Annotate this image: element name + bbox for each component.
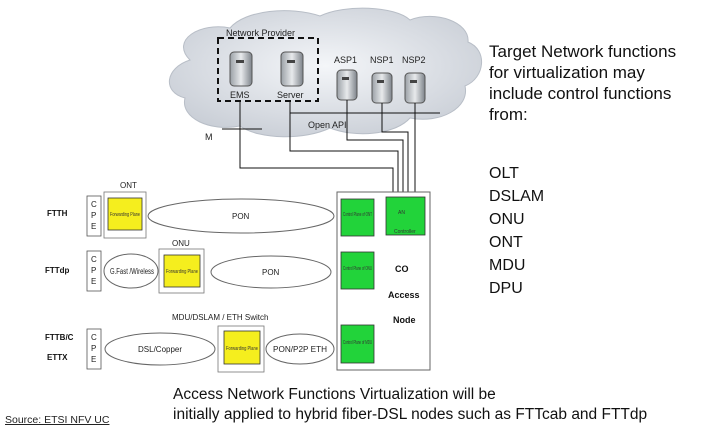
server-label: Server (277, 90, 304, 100)
gfast-wireless-label: G.Fast /Wireless (110, 267, 154, 276)
cpe-fttb-p: P (91, 344, 96, 353)
control-plane-onu-label: Control Plane of ONU (343, 266, 372, 272)
ems-server-icon (229, 51, 253, 87)
pon-link-ftth (147, 198, 335, 234)
cpe-box-fttb (86, 328, 102, 370)
forwarding-plane-mdu-label: Forwarding Plane (226, 346, 258, 352)
onu-label: ONU (172, 239, 190, 248)
pon-link-fttdp (210, 255, 332, 289)
ftth-label: FTTH (47, 209, 68, 218)
heading-line-3: include control functions (489, 84, 672, 103)
heading-line-1: Target Network functions (489, 42, 677, 61)
cpe-ftth-e: E (91, 222, 96, 231)
control-plane-mdu-label: Control Plane of MDU (343, 340, 372, 346)
ont-label: ONT (120, 181, 137, 190)
source-link[interactable]: Source: ETSI NFV UC (5, 414, 110, 426)
caption-line-2: initially applied to hybrid fiber-DSL no… (173, 406, 648, 423)
server-icon (280, 51, 304, 87)
access-label: Access (388, 290, 420, 300)
forwarding-plane-onu-label: Forwarding Plane (166, 269, 198, 275)
pon-p2p-eth-label: PON/P2P ETH (273, 345, 327, 354)
dsl-copper-link (104, 332, 216, 366)
cpe-fttdp-c: C (91, 255, 97, 264)
dsl-copper-label: DSL/Copper (138, 345, 182, 354)
function-dpu: DPU (489, 280, 523, 297)
gfast-wireless-link (103, 253, 159, 289)
control-plane-mdu (340, 324, 375, 364)
control-plane-ont-label: Control Plane of ONT (343, 212, 372, 218)
fttbc-label: FTTB/C (45, 333, 74, 342)
target-functions-heading: Target Network functions for virtualizat… (489, 41, 714, 125)
ettx-label: ETTX (47, 353, 68, 362)
caption-line-1: Access Network Functions Virtualization … (173, 386, 496, 403)
control-plane-ont (340, 198, 375, 237)
cloud-shape (168, 7, 483, 138)
cpe-box-fttdp (86, 250, 102, 292)
cpe-fttdp-e: E (91, 277, 96, 286)
function-dslam: DSLAM (489, 188, 545, 205)
caption: Access Network Functions Virtualization … (173, 385, 713, 425)
pon-label-fttdp: PON (262, 268, 280, 277)
function-mdu: MDU (489, 257, 526, 274)
asp1-label: ASP1 (334, 55, 357, 65)
nsp1-server-icon (371, 72, 393, 104)
forwarding-plane-mdu (223, 330, 261, 365)
network-provider-box (217, 37, 319, 102)
control-plane-onu (340, 251, 375, 290)
mdu-dslam-label: MDU/DSLAM / ETH Switch (172, 313, 268, 322)
management-links (239, 100, 416, 197)
nsp2-label: NSP2 (402, 55, 426, 65)
cpe-box-ftth (86, 195, 102, 237)
an-controller (385, 196, 426, 236)
asp1-server-icon (336, 69, 358, 101)
pon-p2p-eth-link (265, 333, 335, 365)
forwarding-plane-ont (107, 197, 143, 231)
co-label: CO (395, 264, 409, 274)
heading-line-2: for virtualization may (489, 63, 645, 82)
nsp2-server-icon (404, 72, 426, 104)
function-olt: OLT (489, 165, 519, 182)
ems-label: EMS (230, 90, 250, 100)
an-controller-label-top: AN (398, 210, 405, 216)
cpe-fttdp-p: P (91, 266, 96, 275)
function-onu: ONU (489, 211, 525, 228)
network-provider-label: Network Provider (226, 28, 295, 38)
node-label: Node (393, 315, 416, 325)
forwarding-plane-onu (163, 254, 201, 288)
forwarding-plane-ont-label: Forwarding Plane (110, 212, 140, 218)
m-label: M (205, 132, 213, 142)
cpe-ftth-p: P (91, 211, 96, 220)
cpe-fttb-e: E (91, 355, 96, 364)
cpe-fttb-c: C (91, 333, 97, 342)
cpe-ftth-c: C (91, 200, 97, 209)
pon-label-ftth: PON (232, 212, 250, 221)
heading-line-4: from: (489, 105, 528, 124)
nsp1-label: NSP1 (370, 55, 394, 65)
fttdp-label: FTTdp (45, 266, 70, 275)
function-ont: ONT (489, 234, 523, 251)
open-api-label: Open API (308, 120, 347, 130)
an-controller-label-bottom: Controller (394, 229, 416, 235)
functions-list: OLT DSLAM ONU ONT MDU DPU (489, 162, 609, 300)
